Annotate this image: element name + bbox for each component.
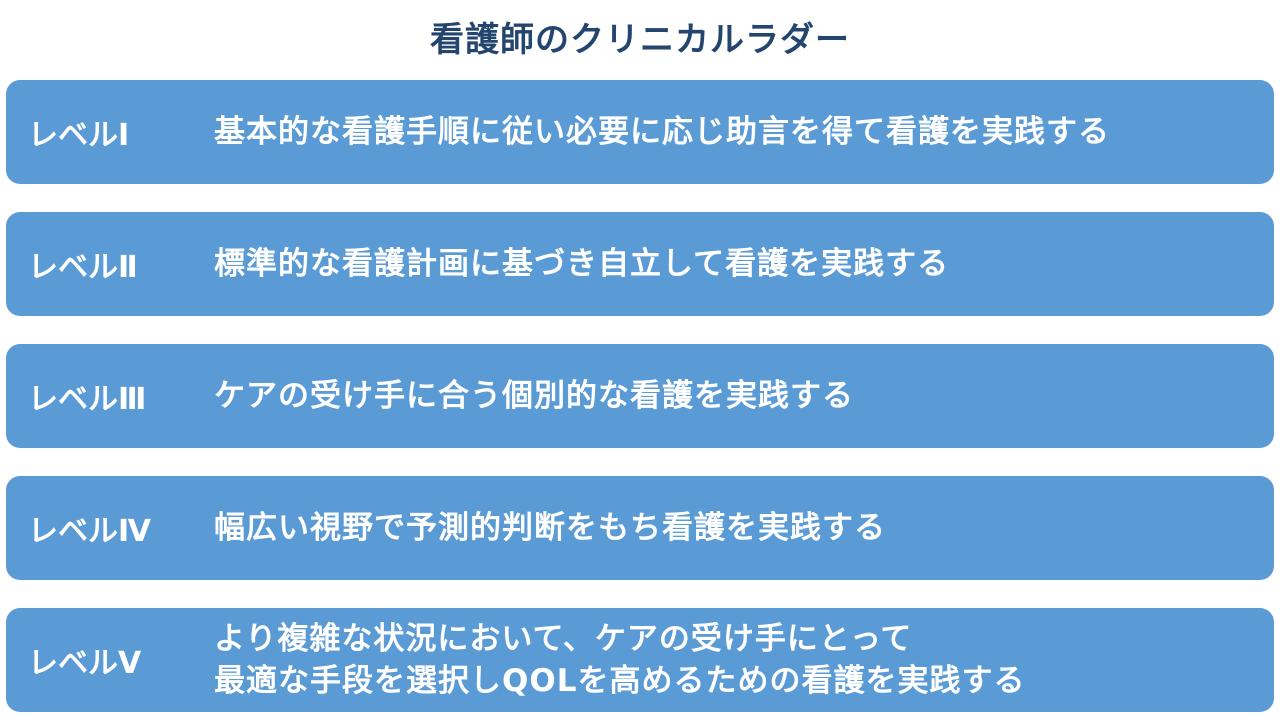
level-5-box: レベルⅤ より複雑な状況において、ケアの受け手にとって 最適な手段を選択しQOL… [6,608,1274,712]
level-label: レベルⅠ [28,118,130,153]
level-description: 標準的な看護計画に基づき自立して看護を実践する [186,243,949,285]
level-description: より複雑な状況において、ケアの受け手にとって 最適な手段を選択しQOLを高めるた… [186,618,1025,702]
level-label: レベルⅡ [28,250,138,285]
level-description: ケアの受け手に合う個別的な看護を実践する [186,375,854,417]
description-line: 基本的な看護手順に従い必要に応じ助言を得て看護を実践する [214,114,1110,150]
level-description: 幅広い視野で予測的判断をもち看護を実践する [186,507,886,549]
level-label: レベルⅤ [28,646,142,681]
description-line: 幅広い視野で予測的判断をもち看護を実践する [214,510,886,546]
level-4-box: レベルⅣ 幅広い視野で予測的判断をもち看護を実践する [6,476,1274,580]
level-3-box: レベルⅢ ケアの受け手に合う個別的な看護を実践する [6,344,1274,448]
description-line: より複雑な状況において、ケアの受け手にとって [214,621,913,657]
level-label: レベルⅢ [28,382,147,417]
level-description: 基本的な看護手順に従い必要に応じ助言を得て看護を実践する [186,111,1110,153]
description-line: 標準的な看護計画に基づき自立して看護を実践する [214,246,950,282]
page-title: 看護師のクリニカルラダー [430,20,850,60]
level-1-box: レベルⅠ 基本的な看護手順に従い必要に応じ助言を得て看護を実践する [6,80,1274,184]
level-label: レベルⅣ [28,514,151,549]
description-line: ケアの受け手に合う個別的な看護を実践する [214,378,854,414]
level-2-box: レベルⅡ 標準的な看護計画に基づき自立して看護を実践する [6,212,1274,316]
description-line: 最適な手段を選択しQOLを高めるための看護を実践する [214,663,1026,699]
